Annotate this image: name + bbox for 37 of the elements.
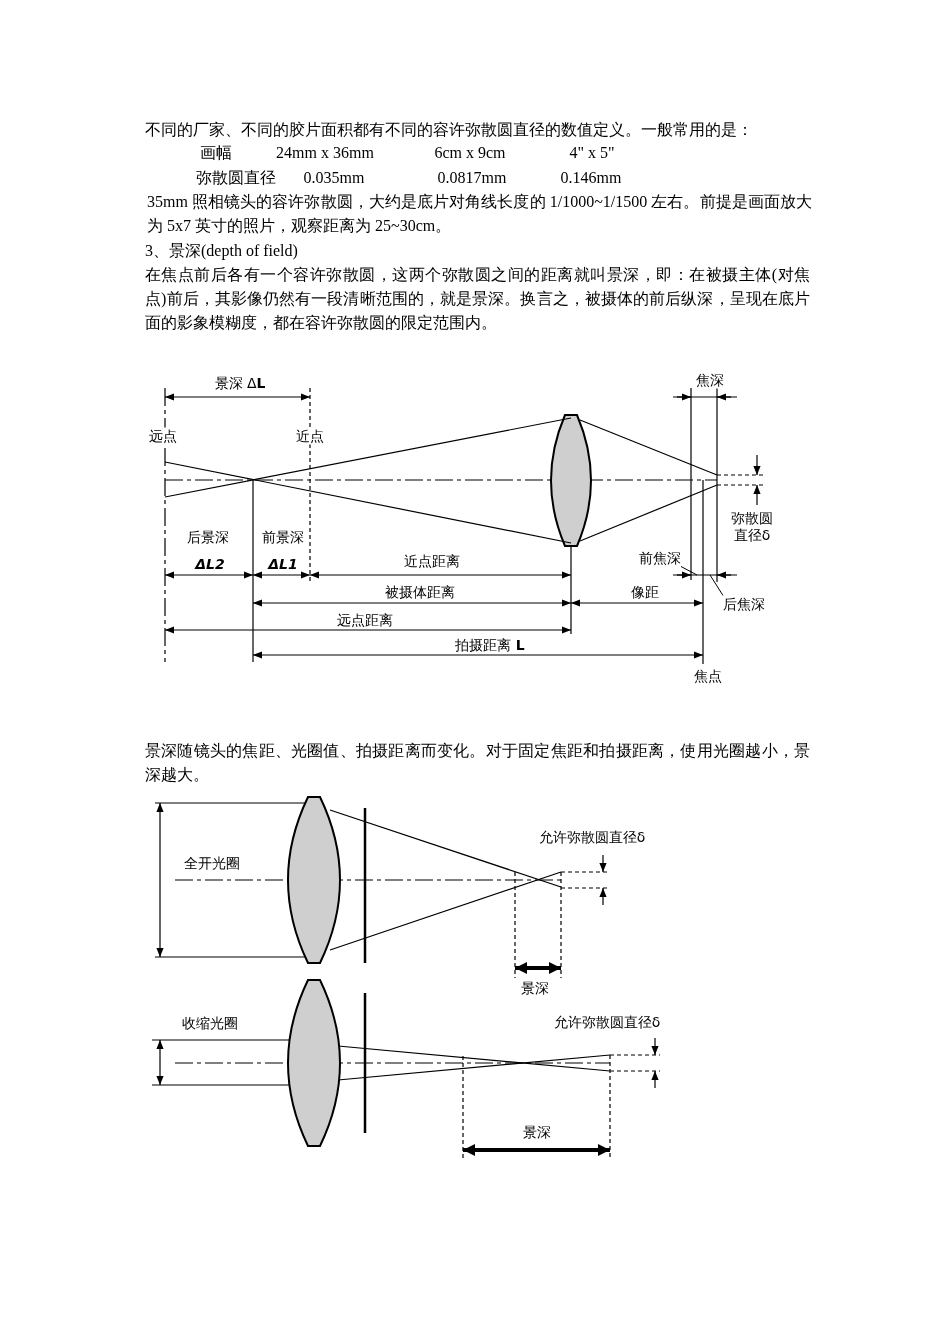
paragraph: 在焦点前后各有一个容许弥散圆，这两个弥散圆之间的距离就叫景深，即：在被摄主体(对焦点)前后，其影像仍然有一段清晰范围的，就是景深。换言之，被摄体的前后纵深，呈现在底片面的影象模糊度，都在容许弥散圆的限定范围内。 — [145, 265, 810, 333]
value-text: 0.146mm — [560, 168, 622, 188]
value-text: 4" x 5" — [569, 143, 615, 163]
dimension-label: 近点距离 — [404, 552, 460, 570]
annotation-label: 收缩光圈 — [182, 1014, 238, 1032]
dimension-label: 后景深 — [187, 528, 229, 546]
dimension-line — [672, 574, 738, 576]
dimension-label: 后焦深 — [723, 595, 765, 613]
dimension-label: 前景深 — [262, 528, 304, 546]
paragraph: 35mm 照相镜头的容许弥散圆，大约是底片对角线长度的 1/1000~1/1500 左右。前提是画面放大为 5x7 英寸的照片，观察距离为 25~30cm。 — [147, 192, 812, 236]
annotation-label: 全开光圈 — [184, 854, 240, 872]
dimension-label: 景深 — [523, 1123, 551, 1141]
dimension-label: 前焦深 — [639, 549, 681, 567]
annotation-label: 允许弥散圆直径δ — [553, 1013, 661, 1031]
paragraph: 景深随镜头的焦距、光圈值、拍摄距离而变化。对于固定焦距和拍摄距离，使用光圈越小，景深越大。 — [145, 741, 810, 785]
annotation-label: 允许弥散圆直径δ — [538, 828, 646, 846]
dimension-label: 被摄体距离 — [385, 583, 455, 601]
point-label: 远点 — [149, 427, 177, 445]
dimension-label: 拍摄距离 L — [455, 636, 525, 654]
dimension-label: 像距 — [631, 583, 659, 601]
dimension-label: 景深 — [521, 979, 549, 997]
leader-line — [709, 574, 724, 596]
point-label: 焦点 — [694, 667, 722, 685]
value-text: 24mm x 36mm — [276, 143, 374, 163]
section-heading: 3、景深(depth of field) — [145, 241, 298, 262]
row-label: 弥散圆直径 — [196, 168, 276, 188]
dimension-label: 焦深 — [696, 371, 724, 389]
dimension-label: 远点距离 — [337, 611, 393, 629]
value-text: 6cm x 9cm — [434, 143, 506, 163]
value-text: 0.0817mm — [437, 168, 507, 188]
dimension-label: 景深 ΔL — [214, 374, 266, 392]
point-label: 近点 — [296, 427, 324, 445]
leader-line — [680, 566, 698, 576]
row-label: 画幅 — [200, 143, 232, 163]
dimension-label: 弥散圆直径δ — [729, 510, 775, 544]
value-text: 0.035mm — [303, 168, 365, 188]
paragraph: 不同的厂家、不同的胶片面积都有不同的容许弥散圆直径的数值定义。一般常用的是： — [145, 120, 753, 140]
